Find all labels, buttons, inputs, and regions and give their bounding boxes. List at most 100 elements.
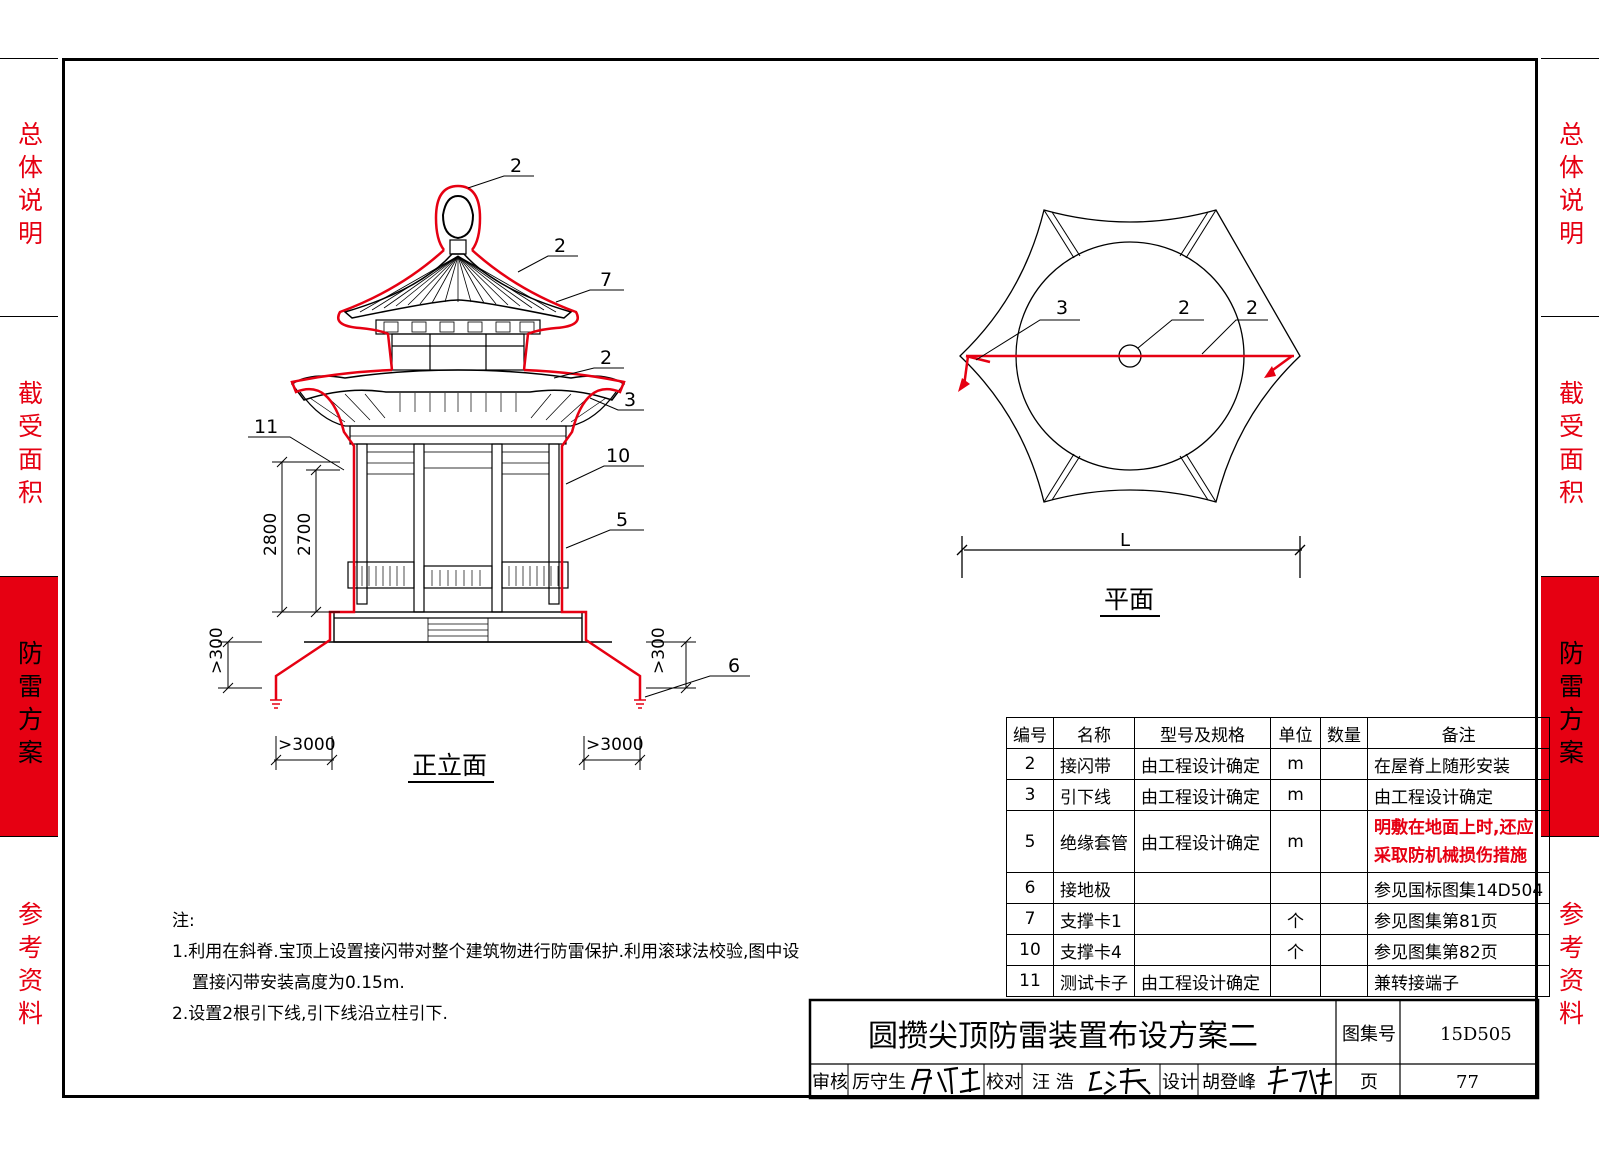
elevation-dimension-labels: 2800 2700 >300 >300 >3000 >3000 xyxy=(207,513,669,755)
callout-label: 2 xyxy=(510,155,522,177)
callout-label: 10 xyxy=(606,445,630,467)
tab-divider xyxy=(0,836,58,837)
table-row: 11 测试卡子 由工程设计确定 兼转接端子 xyxy=(1006,965,1551,997)
callout-label: 2 xyxy=(600,347,612,369)
elevation-view xyxy=(290,194,626,643)
table-row: 3 引下线 由工程设计确定 m 由工程设计确定 xyxy=(1006,779,1551,811)
cell-spec: 由工程设计确定 xyxy=(1134,965,1271,997)
dim-2700: 2700 xyxy=(295,513,315,556)
callout-label: 5 xyxy=(616,509,628,531)
side-tab-label: 防雷方案 xyxy=(14,640,44,772)
dim-3000-right: >3000 xyxy=(586,735,644,755)
callout-label: 6 xyxy=(728,655,740,677)
signature-checker xyxy=(1088,1067,1151,1095)
callout-label: 11 xyxy=(254,416,278,438)
cell-spec xyxy=(1134,903,1271,935)
page-number: 77 xyxy=(1456,1072,1479,1093)
table-header-row: 编号 名称 型号及规格 单位 数量 备注 xyxy=(1006,717,1551,749)
side-tab-label: 参考资料 xyxy=(1555,901,1585,1033)
side-tab-left-3[interactable]: 参考资料 xyxy=(0,836,58,1098)
parts-table: 编号 名称 型号及规格 单位 数量 备注 2 接闪带 由工程设计确定 m 在屋脊… xyxy=(1006,717,1551,997)
cell-spec: 由工程设计确定 xyxy=(1134,810,1271,873)
tab-divider xyxy=(0,576,58,577)
tab-divider xyxy=(1541,836,1599,837)
plan-dim-label: L xyxy=(1120,530,1130,551)
atlas-number-label: 图集号 xyxy=(1342,1024,1396,1045)
table-row: 7 支撑卡1 个 参见图集第81页 xyxy=(1006,903,1551,935)
checker-name: 汪 浩 xyxy=(1032,1072,1074,1093)
cell-unit xyxy=(1270,872,1321,904)
cell-remark: 参见图集第81页 xyxy=(1366,903,1551,935)
table-row: 2 接闪带 由工程设计确定 m 在屋脊上随形安装 xyxy=(1006,748,1551,780)
ground-electrode-left xyxy=(270,699,282,709)
lightning-conductor-red xyxy=(274,184,642,700)
plan-arrows-red xyxy=(958,366,1276,392)
cell-remark: 兼转接端子 xyxy=(1366,965,1551,997)
ground-electrode-right xyxy=(634,699,646,709)
signature-designer xyxy=(1267,1065,1333,1097)
cell-name: 绝缘套管 xyxy=(1053,810,1135,873)
plan-callouts xyxy=(975,319,1268,361)
page-label: 页 xyxy=(1360,1072,1378,1093)
side-tab-right-2[interactable]: 防雷方案 xyxy=(1541,576,1599,836)
callout-label: 2 xyxy=(1246,297,1258,319)
callout-label: 7 xyxy=(600,269,612,291)
atlas-number: 15D505 xyxy=(1440,1024,1512,1045)
check-label: 校对 xyxy=(986,1072,1022,1093)
drawing-frame xyxy=(62,58,1538,1098)
designer-name: 胡登峰 xyxy=(1202,1072,1256,1093)
header-cell: 备注 xyxy=(1366,717,1551,749)
side-tab-label: 参考资料 xyxy=(14,901,44,1033)
notes-heading: 注: xyxy=(172,911,195,931)
tab-divider xyxy=(1541,58,1599,59)
elevation-callout-labels: 2 2 7 2 3 11 10 5 6 xyxy=(254,155,740,677)
dim-3000-left: >3000 xyxy=(278,735,336,755)
cell-spec xyxy=(1134,934,1271,966)
header-cell: 名称 xyxy=(1053,717,1135,749)
side-tab-label: 截受面积 xyxy=(1555,380,1585,512)
cell-no: 7 xyxy=(1006,903,1054,935)
side-tab-right-0[interactable]: 总体说明 xyxy=(1541,58,1599,316)
note-1: 1.利用在斜脊.宝顶上设置接闪带对整个建筑物进行防雷保护.利用滚球法校验,图中设 xyxy=(172,942,800,962)
dim-300-right: >300 xyxy=(649,627,669,674)
notes: 注: 1.利用在斜脊.宝顶上设置接闪带对整个建筑物进行防雷保护.利用滚球法校验,… xyxy=(172,906,799,1030)
cell-unit xyxy=(1270,965,1321,997)
callout-label: 3 xyxy=(624,389,636,411)
side-tab-label: 截受面积 xyxy=(14,380,44,512)
design-label: 设计 xyxy=(1162,1072,1198,1093)
callout-label: 3 xyxy=(1056,297,1068,319)
header-cell: 型号及规格 xyxy=(1134,717,1271,749)
review-label: 审核 xyxy=(812,1072,848,1093)
elevation-callouts xyxy=(248,175,750,698)
side-tab-label: 防雷方案 xyxy=(1555,640,1585,772)
side-tab-left-0[interactable]: 总体说明 xyxy=(0,58,58,316)
callout-label: 2 xyxy=(554,235,566,257)
tab-divider xyxy=(1541,316,1599,317)
elevation-title: 正立面 xyxy=(412,751,487,780)
cell-name: 测试卡子 xyxy=(1053,965,1135,997)
dim-2800: 2800 xyxy=(261,513,281,556)
side-tab-right-3[interactable]: 参考资料 xyxy=(1541,836,1599,1098)
side-tab-label: 总体说明 xyxy=(14,121,44,253)
cell-name: 接闪带 xyxy=(1053,748,1135,780)
plan-callout-labels: 3 2 2 xyxy=(1056,297,1258,319)
note-2: 2.设置2根引下线,引下线沿立柱引下. xyxy=(172,1004,448,1024)
tab-divider xyxy=(0,316,58,317)
signature-reviewer xyxy=(910,1066,981,1095)
header-cell: 编号 xyxy=(1006,717,1054,749)
side-tab-left-2[interactable]: 防雷方案 xyxy=(0,576,58,836)
side-tab-right-1[interactable]: 截受面积 xyxy=(1541,316,1599,576)
cell-remark: 由工程设计确定 xyxy=(1366,779,1551,811)
cell-remark-warning: 明敷在地面上时,还应采取防机械损伤措施 xyxy=(1366,810,1551,873)
cell-name: 支撑卡1 xyxy=(1053,903,1135,935)
elevation-dimensions xyxy=(218,456,696,770)
side-tab-left-1[interactable]: 截受面积 xyxy=(0,316,58,576)
side-tab-label: 总体说明 xyxy=(1555,121,1585,253)
reviewer-name: 厉守生 xyxy=(852,1072,906,1093)
cell-remark: 参见国标图集14D504 xyxy=(1366,872,1551,904)
dim-300-left: >300 xyxy=(207,627,227,674)
cell-spec xyxy=(1134,872,1271,904)
plan-title: 平面 xyxy=(1104,585,1154,614)
